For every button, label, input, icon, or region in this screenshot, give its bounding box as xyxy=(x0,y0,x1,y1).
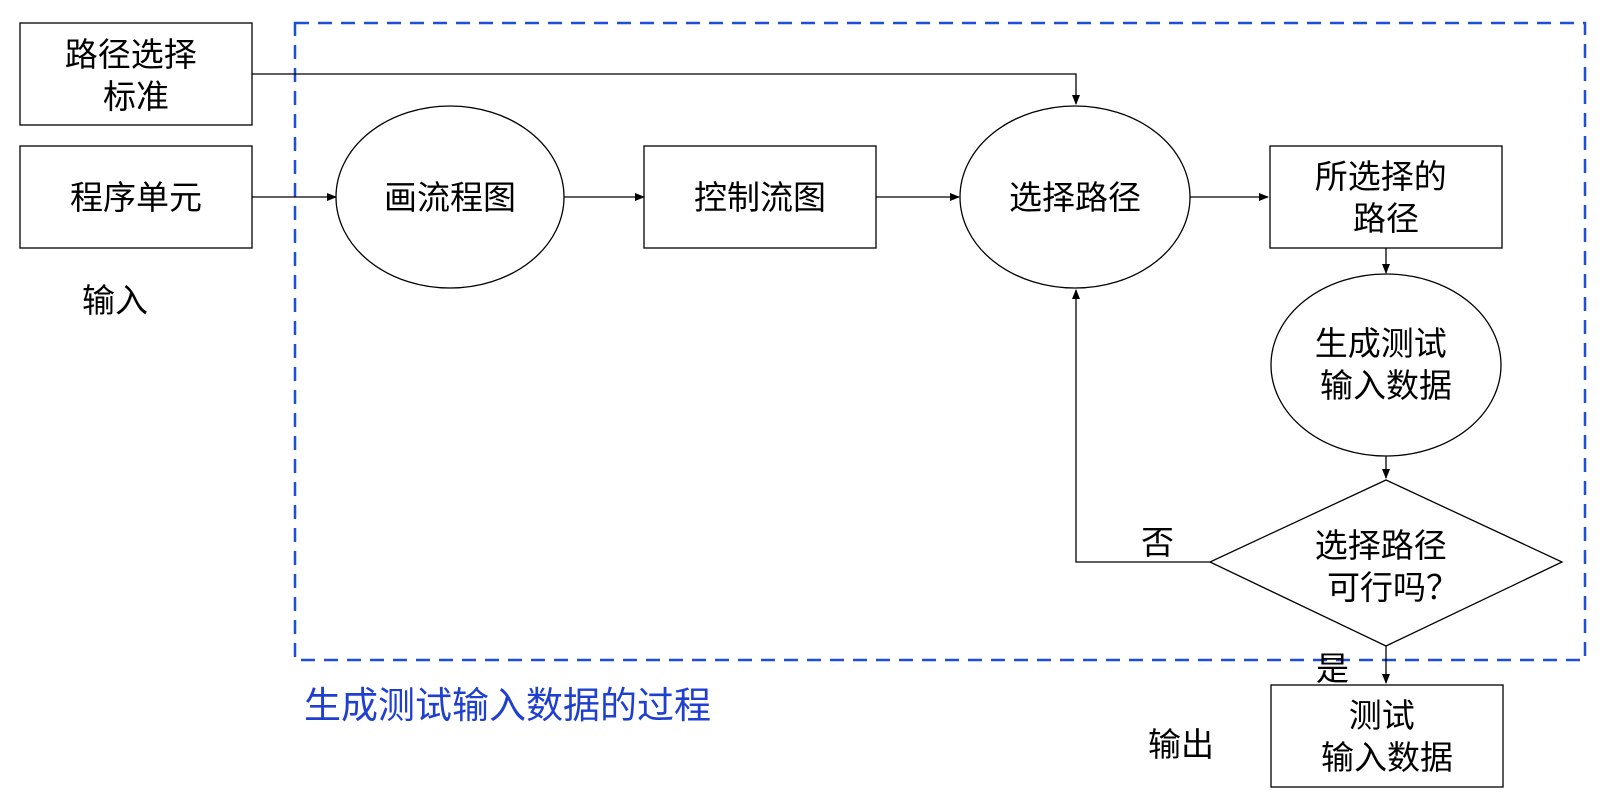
selected-path-line-1: 所选择的 xyxy=(1315,157,1447,196)
no-branch-label: 否 xyxy=(1141,523,1174,562)
node-selected-path: 所选择的 路径 xyxy=(1269,145,1503,249)
svg-text:测试 输入数据: 测试 输入数据 xyxy=(1321,696,1453,777)
control-flow-graph-label: 控制流图 xyxy=(694,178,826,217)
test-input-data-line-1: 测试 xyxy=(1349,696,1415,735)
selected-path-line-2: 路径 xyxy=(1353,199,1419,238)
yes-branch-label: 是 xyxy=(1316,649,1349,688)
test-input-data-line-2: 输入数据 xyxy=(1321,738,1453,777)
output-label: 输出 xyxy=(1148,725,1214,764)
path-criteria-line-1: 路径选择 xyxy=(65,35,197,74)
generate-test-input-line-2: 输入数据 xyxy=(1320,366,1452,405)
edge-criteria-to-select-path xyxy=(252,73,1080,105)
node-program-unit: 程序单元 xyxy=(19,145,253,249)
node-path-criteria: 路径选择 标准 xyxy=(19,22,253,126)
process-boundary xyxy=(293,21,1587,662)
svg-text:路径选择 标准: 路径选择 标准 xyxy=(65,35,208,116)
path-criteria-line-2: 标准 xyxy=(103,77,169,116)
svg-text:选择路径 可行吗？: 选择路径 可行吗？ xyxy=(1315,526,1459,607)
node-control-flow-graph: 控制流图 xyxy=(643,145,877,249)
edge-feasible-no-to-select-path xyxy=(1072,289,1210,563)
svg-text:生成测试 输入数据: 生成测试 输入数据 xyxy=(1315,324,1458,405)
node-path-feasible-decision: 选择路径 可行吗？ xyxy=(1208,479,1564,647)
draw-flowchart-label: 画流程图 xyxy=(384,178,516,217)
node-draw-flowchart: 画流程图 xyxy=(335,105,565,289)
process-caption: 生成测试输入数据的过程 xyxy=(304,684,711,727)
node-test-input-data: 测试 输入数据 xyxy=(1270,684,1504,788)
node-generate-test-input: 生成测试 输入数据 xyxy=(1270,273,1502,457)
generate-test-input-line-1: 生成测试 xyxy=(1315,324,1447,363)
path-feasible-line-1: 选择路径 xyxy=(1315,526,1447,565)
svg-text:所选择的 路径: 所选择的 路径 xyxy=(1315,157,1458,238)
path-feasible-line-2: 可行吗？ xyxy=(1327,568,1459,607)
select-path-label: 选择路径 xyxy=(1009,178,1141,217)
node-select-path: 选择路径 xyxy=(959,105,1191,289)
program-unit-label: 程序单元 xyxy=(70,178,202,217)
input-label: 输入 xyxy=(82,281,148,320)
edges xyxy=(252,73,1390,684)
